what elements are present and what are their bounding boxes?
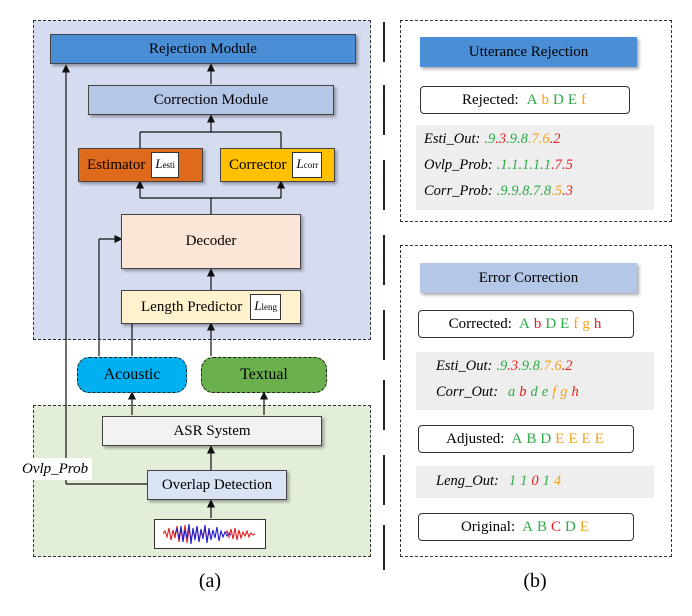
- adjusted-token: D: [540, 430, 552, 447]
- adjusted-token: E: [581, 430, 591, 447]
- decoder-label: Decoder: [185, 233, 237, 249]
- divider-mid6: [383, 455, 385, 505]
- overlap-detection-box: Overlap Detection: [147, 470, 287, 500]
- original-token: E: [579, 518, 590, 535]
- correction-module-label: Correction Module: [153, 91, 269, 108]
- divider-top: [383, 22, 385, 62]
- rejection-stats-block: Esti_Out:.9.3.9.8.7.6.2 Ovlp_Prob:.1.1.1…: [416, 125, 654, 210]
- adjusted-token: E: [568, 430, 578, 447]
- corrected-row: Corrected: A b D E f g h: [418, 310, 634, 338]
- corrected-token: f: [573, 315, 579, 332]
- corrected-token: A: [518, 315, 530, 332]
- adjusted-row: Adjusted: A B D E E E E: [418, 425, 634, 453]
- utterance-rejection-header: Utterance Rejection: [420, 37, 637, 67]
- textual-label: Textual: [240, 366, 288, 383]
- acoustic-feature-box: Acoustic: [77, 357, 187, 393]
- error-correction-label: Error Correction: [478, 269, 579, 286]
- corrected-token: D: [545, 315, 557, 332]
- adjusted-token: B: [526, 430, 537, 447]
- original-token: D: [565, 518, 576, 535]
- ec-esti-row: Esti_Out:.9.3.9.8.7.6.2: [436, 358, 573, 374]
- divider-bottom: [383, 525, 385, 570]
- asr-system-box: ASR System: [102, 416, 322, 446]
- adjusted-token: E: [594, 430, 604, 447]
- divider-mid2: [383, 160, 385, 210]
- corr-prob-row: Corr_Prob:.9.9.8.7.8.5.3: [424, 183, 573, 199]
- adjusted-token: A: [511, 430, 523, 447]
- acoustic-label: Acoustic: [103, 366, 161, 383]
- original-row: Original: A B C D E: [418, 513, 634, 541]
- correction-module-box: Correction Module: [88, 85, 334, 115]
- corrected-token: g: [582, 315, 590, 332]
- original-token: B: [536, 518, 547, 535]
- divider-mid1: [383, 85, 385, 135]
- waveform-image: [154, 519, 266, 549]
- overlap-detection-label: Overlap Detection: [161, 476, 273, 493]
- rejected-token: E: [567, 91, 577, 108]
- rejected-row: Rejected: A b D E f: [420, 86, 630, 114]
- utterance-rejection-label: Utterance Rejection: [468, 43, 589, 60]
- rejection-module-label: Rejection Module: [149, 40, 257, 57]
- divider-mid4: [383, 310, 385, 360]
- corrected-token: b: [533, 315, 542, 332]
- rejection-module-box: Rejection Module: [50, 34, 356, 64]
- corrector-label: Corrector: [229, 156, 287, 173]
- divider-mid5: [383, 380, 385, 430]
- ovlp-prob-tag: Ovlp_Prob: [18, 458, 93, 480]
- caption-b: (b): [523, 570, 547, 592]
- error-correction-header: Error Correction: [420, 263, 637, 293]
- asr-system-label: ASR System: [173, 422, 251, 439]
- length-predictor-label: Length Predictor: [141, 298, 243, 315]
- waveform-icon: [162, 523, 256, 545]
- error-correction-panel: [400, 245, 672, 557]
- rejected-token: A: [526, 91, 538, 108]
- ovlp-prob-row: Ovlp_Prob:.1.1.1.1.1.7.5: [424, 157, 573, 173]
- utterance-rejection-panel: [400, 20, 672, 222]
- original-token: C: [550, 518, 561, 535]
- corrected-token: E: [560, 315, 570, 332]
- decoder-box: Decoder: [121, 214, 301, 269]
- rejected-token: f: [581, 91, 586, 108]
- caption-a: (a): [198, 570, 222, 592]
- textual-feature-box: Textual: [201, 357, 327, 393]
- rejected-token: b: [541, 91, 549, 108]
- rej-esti-row: Esti_Out:.9.3.9.8.7.6.2: [424, 131, 561, 147]
- rejected-token: D: [552, 91, 564, 108]
- original-token: A: [522, 518, 533, 535]
- corrected-token: h: [593, 315, 602, 332]
- divider-mid3: [383, 235, 385, 285]
- estimator-label: Estimator: [87, 156, 146, 173]
- adjusted-token: E: [555, 430, 565, 447]
